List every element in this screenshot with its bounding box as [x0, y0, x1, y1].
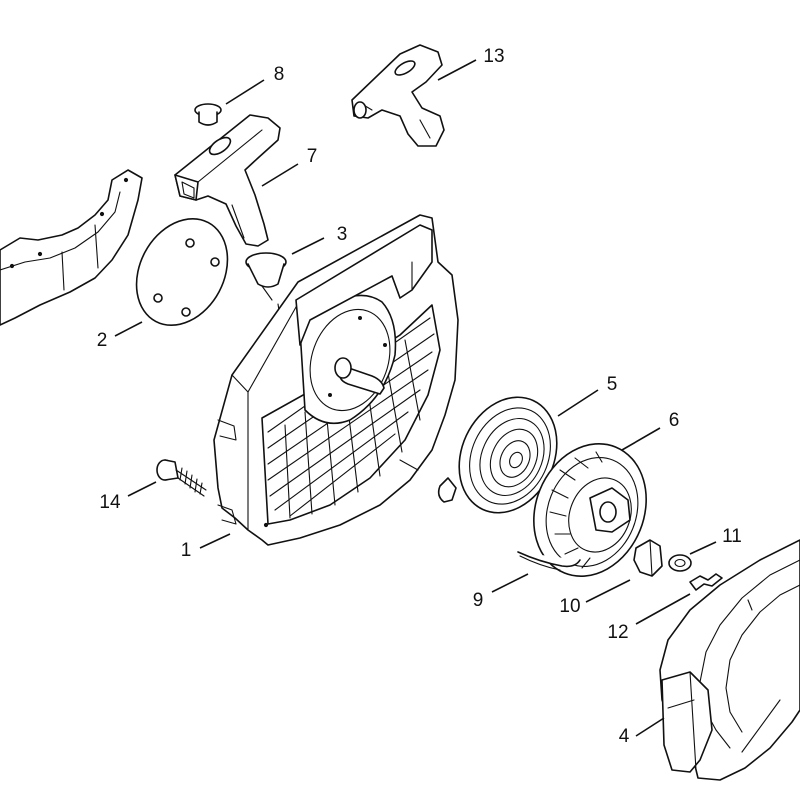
- callout-12: 12: [607, 622, 628, 643]
- leader-lines: [114, 59, 717, 737]
- callout-10: 10: [559, 596, 580, 617]
- leader-1: [199, 533, 231, 549]
- part-6-rope-rotor: [533, 442, 647, 578]
- part-9-starter-rope: [517, 551, 581, 571]
- leader-13: [437, 59, 477, 81]
- leader-6: [621, 427, 661, 451]
- leader-2: [114, 321, 143, 337]
- callout-4: 4: [619, 726, 630, 747]
- part-14-screw: [156, 459, 207, 497]
- callout-14: 14: [99, 492, 121, 513]
- callout-2: 2: [97, 330, 108, 351]
- callout-13: 13: [483, 46, 504, 67]
- part-12-spring-clip: [689, 573, 723, 591]
- part-8-plug: [194, 103, 222, 126]
- callout-11: 11: [722, 526, 742, 547]
- callout-6: 6: [669, 410, 680, 431]
- part-1-fan-housing: [213, 214, 459, 546]
- part-3-rope-guide: [245, 252, 287, 341]
- leader-10: [585, 579, 631, 603]
- callout-7: 7: [307, 146, 318, 167]
- leader-8: [225, 79, 265, 105]
- leader-4: [635, 717, 665, 737]
- part-7-starter-grip: [174, 114, 281, 247]
- callout-1: 1: [181, 540, 192, 561]
- leader-11: [689, 541, 717, 555]
- part-11-washer: [668, 554, 692, 572]
- part-4-starter-cover: [659, 539, 800, 781]
- callout-8: 8: [274, 64, 285, 85]
- leader-9: [491, 573, 529, 593]
- leader-14: [127, 481, 157, 497]
- part-2-cover-plate: [135, 217, 229, 327]
- housing-fragment-left: [0, 169, 143, 326]
- callout-labels: 1 2 3 4 5 6 7 8 9 10 11 12 13 14: [97, 46, 742, 747]
- callout-9: 9: [473, 590, 484, 611]
- callout-5: 5: [607, 374, 618, 395]
- leader-7: [261, 163, 299, 187]
- leader-5: [557, 389, 599, 417]
- part-13-starter-grip: [351, 44, 445, 147]
- leader-12: [635, 593, 691, 625]
- part-10-pawl: [633, 539, 663, 577]
- callout-3: 3: [337, 224, 348, 245]
- leader-3: [291, 237, 325, 255]
